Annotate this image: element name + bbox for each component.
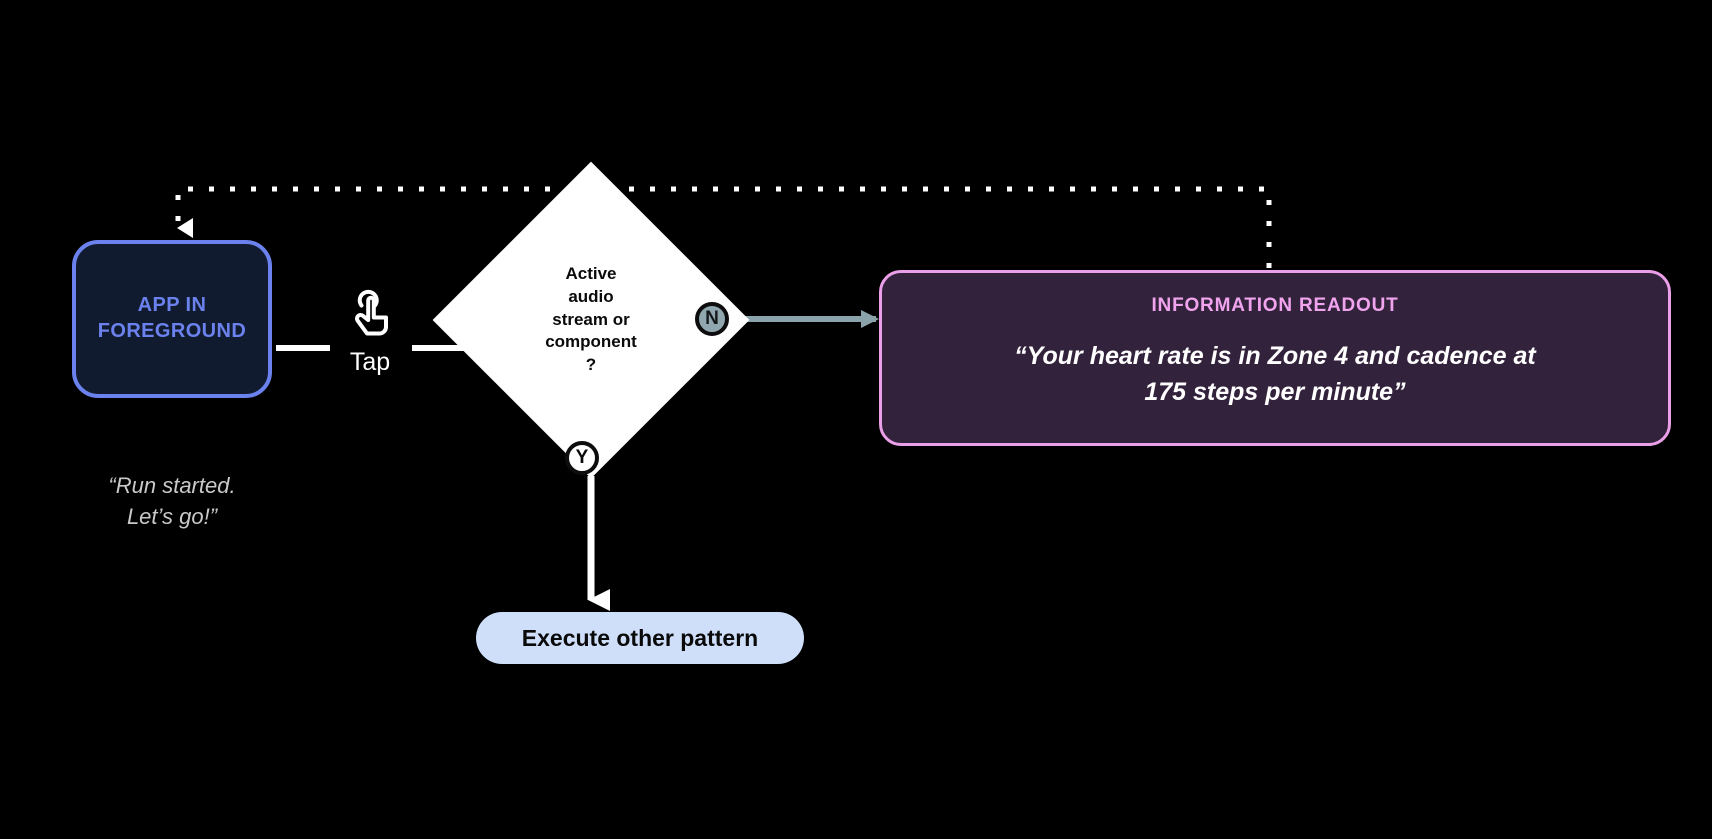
node-information-readout[interactable]: INFORMATION READOUT “Your heart rate is … [879, 270, 1671, 446]
app-in-foreground-label: APP IN FOREGROUND [97, 294, 247, 342]
node-execute-other-pattern[interactable]: Execute other pattern [476, 612, 804, 664]
branch-badge-yes: Y [565, 441, 599, 475]
branch-badge-no: N [695, 302, 729, 336]
information-readout-body: “Your heart rate is in Zone 4 and cadenc… [1014, 342, 1536, 406]
tap-label: Tap [349, 348, 391, 376]
node-decision-audio-stream[interactable]: Active audio stream or component ? [432, 161, 750, 479]
wire-readout-return-to-app [175, 186, 1272, 268]
information-readout-title: INFORMATION READOUT [1151, 295, 1399, 316]
app-voice-caption: “Run started. Let’s go!” [108, 473, 236, 530]
tap-gesture-icon [355, 289, 388, 336]
node-app-in-foreground[interactable]: APP IN FOREGROUND [72, 240, 272, 398]
decision-label: Active audio stream or component ? [545, 264, 637, 375]
gesture-tap[interactable]: Tap [330, 288, 410, 375]
